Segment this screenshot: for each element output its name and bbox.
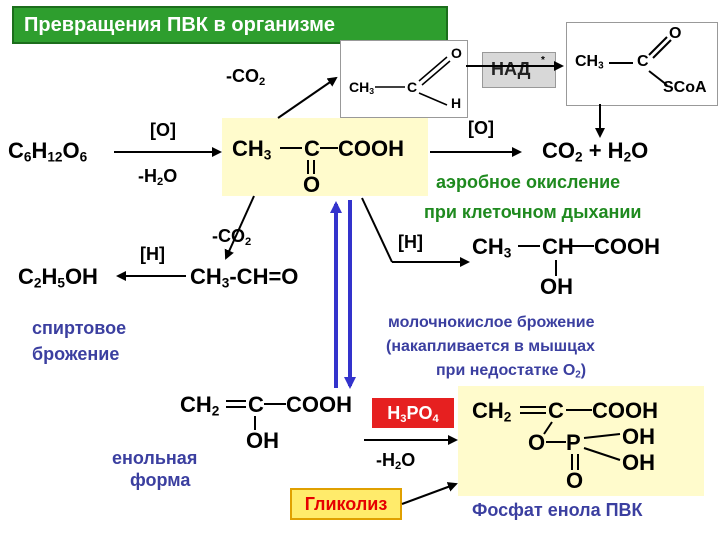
lactic-label-2: (накапливается в мышцах — [386, 338, 595, 355]
enol-label-2: форма — [130, 470, 191, 490]
phosphoric-acid-badge: H3PO4 — [372, 398, 454, 428]
pyruvate-formula: CH3 — [232, 136, 272, 163]
oxidation-label-left: [O] — [150, 120, 176, 140]
aldehyde-h: H — [451, 95, 462, 111]
aldehyde-c: C — [407, 79, 418, 95]
acetyl-coa-image: CH3 C O SCoA — [566, 22, 718, 106]
pyruvate-box — [222, 118, 428, 196]
oxidation-label-right: [O] — [468, 118, 494, 138]
aerobic-label-1: аэробное окисление — [436, 172, 621, 192]
pyruvate-o: O — [303, 172, 321, 197]
glucose-formula: C6H12O6 — [8, 138, 88, 165]
acetyl-ch-sub: 3 — [598, 60, 604, 72]
pep-o: O — [528, 430, 546, 455]
dehydration-label-bottom: -H2O — [376, 450, 416, 472]
arrow-glycolysis — [401, 482, 458, 505]
aldehyde-image: CH3 C O H — [340, 40, 468, 118]
enol-oh: OH — [246, 428, 279, 453]
pep-phosphoryl-o: O — [566, 468, 584, 493]
glycolysis-badge: Гликолиз — [290, 488, 402, 520]
enol-c: C — [248, 392, 264, 417]
pep-bond-o — [543, 421, 553, 435]
pep-bond-p-oh2 — [583, 447, 621, 461]
enol-cooh: COOH — [286, 392, 352, 417]
acetyl-bonds — [609, 36, 672, 86]
arrow-pyruvate-to-lactate — [361, 197, 393, 263]
pep-bond-p-oh1 — [583, 433, 621, 439]
aerobic-label-2: при клеточном дыхании — [424, 202, 642, 222]
pep-oh-1: OH — [622, 424, 655, 449]
reduction-label-left: [H] — [140, 244, 165, 264]
aldehyde-ch-sub: 3 — [369, 86, 375, 97]
alcoholic-label-1: спиртовое — [32, 318, 127, 338]
final-products: CO2 + H2O — [542, 138, 649, 165]
lactate-ch3: CH3 — [472, 234, 512, 261]
acetyl-ch: CH — [575, 53, 599, 70]
lactate-cooh: COOH — [594, 234, 660, 259]
enol-ch2: CH2 — [180, 392, 220, 419]
pep-oh-2: OH — [622, 450, 655, 475]
page-title: Превращения ПВК в организме — [12, 6, 448, 44]
dehydration-label-left: -H2O — [138, 166, 178, 188]
aldehyde-ch: CH — [349, 79, 370, 95]
acetyl-c: C — [637, 53, 649, 70]
lactic-label-3: при недостатке O2) — [436, 362, 587, 381]
pep-p: P — [566, 430, 581, 455]
lactate-ch: CH — [542, 234, 574, 259]
arrow-pyruvate-to-acetaldehyde — [277, 76, 338, 119]
pep-ch2: CH2 — [472, 398, 512, 425]
aldehyde-bonds — [375, 56, 451, 106]
pep-box — [458, 386, 704, 496]
lactic-label-1: молочнокислое брожение — [388, 314, 595, 331]
acetyl-o: O — [669, 25, 682, 42]
ethanol-formula: C2H5OH — [18, 264, 98, 291]
alcoholic-label-2: брожение — [32, 344, 120, 364]
acetaldehyde-formula: CH3-CH=O — [190, 264, 299, 291]
reduction-label-right: [H] — [398, 232, 423, 252]
pyruvate-cooh: COOH — [338, 136, 404, 161]
decarboxylation-label-mid: -CO2 — [212, 226, 252, 248]
acetyl-scoa: SCoA — [663, 79, 707, 96]
pep-label: Фосфат енола ПВК — [472, 500, 643, 520]
nad-label: НАД — [491, 59, 531, 79]
pyruvate-c: C — [304, 136, 320, 161]
decarboxylation-label-top: -CO2 — [226, 66, 266, 88]
aldehyde-o: O — [451, 45, 462, 61]
pep-c: C — [548, 398, 564, 423]
nad-image: НАД * — [482, 52, 556, 88]
pep-cooh: COOH — [592, 398, 658, 423]
enol-label-1: енольная — [112, 448, 198, 468]
lactate-oh: OH — [540, 274, 573, 299]
arrow-pyruvate-to-ch3cho — [224, 195, 255, 260]
